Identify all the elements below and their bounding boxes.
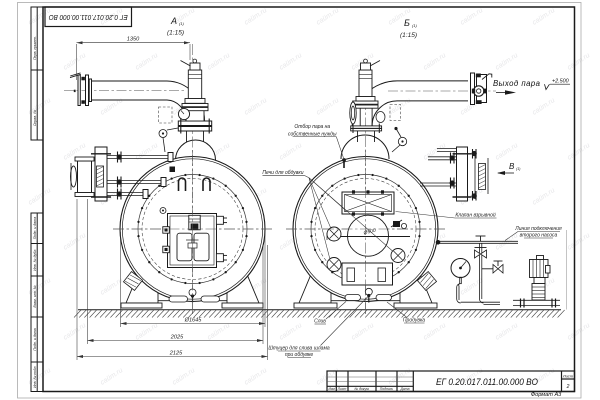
svg-text:Перв. примен.: Перв. примен. (33, 36, 37, 60)
svg-text:А: А (170, 16, 177, 26)
svg-text:собственные нужды: собственные нужды (288, 132, 337, 138)
svg-text:В: В (509, 162, 515, 171)
svg-text:Инв. № подл.: Инв. № подл. (33, 366, 37, 388)
svg-text:Продувка: Продувка (403, 318, 425, 324)
svg-text:Взам. инв. №: Взам. инв. № (33, 285, 37, 307)
svg-text:Лист: Лист (562, 373, 574, 378)
svg-text:Б: Б (404, 18, 410, 28)
svg-text:Печи для обдувки: Печи для обдувки (262, 170, 303, 176)
svg-text:Ø1645: Ø1645 (184, 318, 203, 324)
svg-text:Формат А3: Формат А3 (531, 392, 562, 398)
svg-text:Отбор пара на: Отбор пара на (294, 124, 330, 130)
svg-text:2125: 2125 (169, 351, 183, 357)
svg-text:Лист: Лист (337, 387, 347, 391)
svg-text:2025: 2025 (170, 335, 184, 341)
svg-text:Слив: Слив (314, 319, 326, 325)
svg-text:Штуцер для слива шлама: Штуцер для слива шлама (268, 346, 330, 352)
svg-text:Выход пара: Выход пара (493, 79, 541, 88)
svg-text:второго насоса: второго насоса (520, 233, 558, 239)
svg-text:Линия подключения: Линия подключения (514, 226, 562, 232)
svg-text:Ø500: Ø500 (362, 228, 377, 237)
svg-text:ЕГ 0.20.017.011.00.000 ВО: ЕГ 0.20.017.011.00.000 ВО (48, 13, 128, 20)
svg-text:при обдувке: при обдувке (285, 352, 314, 358)
svg-text:1350: 1350 (127, 37, 140, 43)
svg-text:Изм: Изм (328, 387, 335, 391)
svg-text:(1): (1) (516, 167, 520, 171)
svg-text:№ докум.: № докум. (355, 387, 370, 391)
svg-text:ЕГ 0.20.017.011.00.000 ВО: ЕГ 0.20.017.011.00.000 ВО (436, 377, 538, 388)
svg-text:Подпись: Подпись (380, 387, 394, 391)
svg-text:(1): (1) (412, 23, 418, 28)
svg-text:Подп. и дата: Подп. и дата (33, 217, 37, 240)
svg-text:Инв. № дубл.: Инв. № дубл. (33, 249, 37, 271)
svg-text:2: 2 (566, 384, 570, 390)
svg-text:+2.500: +2.500 (552, 79, 569, 85)
svg-text:(1:15): (1:15) (400, 32, 417, 39)
svg-text:Подп. и дата: Подп. и дата (33, 328, 37, 351)
svg-text:Клапан взрывной: Клапан взрывной (455, 212, 496, 219)
svg-text:(1): (1) (179, 21, 185, 26)
svg-text:(1:15): (1:15) (167, 30, 184, 37)
svg-text:Справ. №: Справ. № (33, 110, 37, 126)
svg-text:Дата: Дата (400, 387, 410, 391)
